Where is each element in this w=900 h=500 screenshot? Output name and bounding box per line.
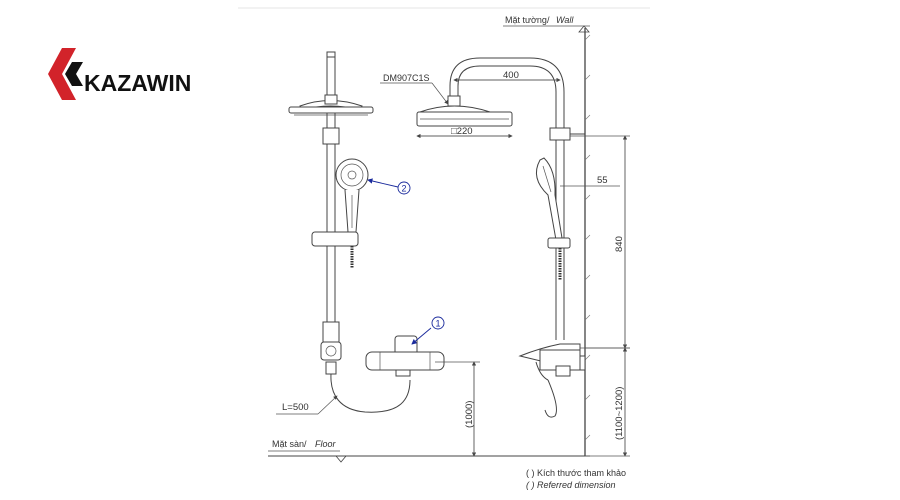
dimension-1000: (1000) [435,361,480,457]
model-label: DM907C1S [380,73,449,105]
logo-mark-icon [48,48,83,100]
rain-shower-head [288,106,374,114]
brand-name: KAZAWIN [84,70,191,96]
svg-text:(1000): (1000) [464,401,475,428]
svg-text:2: 2 [402,184,407,194]
callout-1: 1 [411,316,445,345]
brand-logo: KAZAWIN [48,48,191,100]
floor-line: Mặt sàn/ Floor [268,439,590,463]
dimension-840: 840 [570,135,630,349]
svg-text:DM907C1S: DM907C1S [383,73,430,83]
slide-holder [311,231,359,247]
svg-text:1: 1 [436,319,441,329]
side-view: Mặt tường/ Wall 400 DM907C1S [380,15,630,457]
dimension-400: 400 [453,70,561,83]
hose-length-label: L=500 [276,395,338,415]
svg-text:Floor: Floor [315,439,337,449]
mixer-valve-front [365,335,445,377]
hand-shower-front [335,158,369,233]
rain-shower-head-side [416,95,513,127]
svg-text:L=500: L=500 [282,402,309,413]
wall-bracket [549,127,571,141]
mixer-valve-side [518,343,586,418]
reference-note: ( ) Kích thước tham khảo ( ) Referred di… [526,468,626,490]
svg-text:(1100~1200): (1100~1200) [614,387,625,440]
svg-text:Wall: Wall [556,15,574,25]
dimension-55: 55 [560,175,620,187]
wall-line: Mặt tường/ Wall [503,15,591,456]
svg-text:840: 840 [614,236,625,252]
dimension-220: □220 [416,126,513,139]
svg-text:Mặt tường/: Mặt tường/ [505,15,550,25]
note-en: ( ) Referred dimension [526,480,616,490]
callout-2: 2 [367,178,411,195]
svg-text:55: 55 [597,175,608,186]
hand-shower-side [535,157,571,280]
svg-text:□220: □220 [451,126,473,137]
svg-text:400: 400 [503,70,519,81]
diverter-body [320,341,342,361]
svg-text:Mặt sàn/: Mặt sàn/ [272,439,307,449]
note-vi: ( ) Kích thước tham khảo [526,468,626,478]
front-view: 1 2 L=500 (1000) Mặt sàn/ Floor [268,51,590,463]
dimension-1100-1200: (1100~1200) [585,347,630,457]
